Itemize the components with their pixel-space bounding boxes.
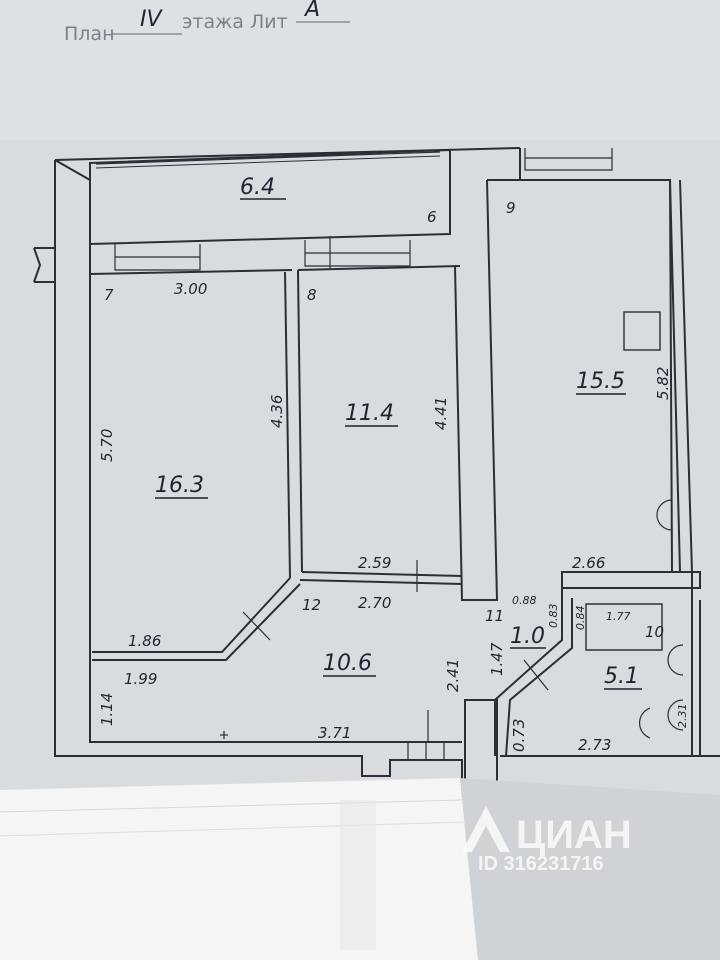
dimension-label: 4.41 (432, 397, 450, 430)
dimension-label: 0.73 (510, 719, 528, 752)
room-number-11: 11 (485, 607, 504, 625)
plan-header: План IV этажа Лит А (64, 0, 350, 45)
overlapping-paper (0, 778, 720, 960)
room-area-7: 16.3 (155, 473, 204, 498)
header-floor-value: IV (140, 7, 163, 32)
header-floor-word: этажа Лит (182, 11, 288, 33)
room-number-9: 9 (506, 199, 516, 217)
dimension-label: 5.70 (98, 429, 116, 462)
walls (33, 147, 720, 791)
room-number-8: 8 (307, 286, 317, 304)
cian-watermark: ЦИАН ID 316231716 (462, 806, 632, 875)
watermark-brand: ЦИАН (516, 813, 632, 857)
header-plan-word: План (64, 23, 115, 45)
cian-logo-icon (462, 806, 510, 852)
room-number-10: 10 (645, 623, 664, 641)
room-area-8: 11.4 (345, 401, 394, 426)
dimension-label: 2.66 (572, 554, 605, 572)
dimension-label: 4.36 (268, 395, 286, 428)
dimension-label: 1.47 (488, 642, 506, 676)
dimension-label: 2.70 (358, 594, 391, 612)
dimension-label: 1.86 (128, 632, 161, 650)
room-number-6: 6 (427, 208, 437, 226)
dimension-label: 0.83 (547, 604, 560, 629)
dimension-label: 3.71 (318, 724, 351, 742)
dimension-ticks (220, 236, 549, 742)
dimension-label: 2.31 (676, 704, 689, 729)
room-area-9: 15.5 (576, 369, 625, 394)
dimension-label: 3.00 (174, 280, 207, 298)
room-area-12: 10.6 (323, 651, 372, 676)
room-area-6: 6.4 (240, 175, 275, 200)
dimension-label: 0.84 (574, 606, 587, 631)
dimension-label: 2.73 (578, 736, 611, 754)
room-area-10: 5.1 (604, 664, 639, 689)
dimension-label: 1.99 (124, 670, 157, 688)
watermark-id: ID 316231716 (478, 853, 604, 875)
dimension-label: 1.77 (606, 610, 631, 623)
room-numbers: 6 7 8 9 10 11 12 (104, 199, 664, 641)
dimension-label: 5.82 (654, 367, 672, 400)
dimension-label: 0.88 (512, 594, 537, 607)
dimension-label: 1.14 (98, 693, 116, 726)
dimension-labels: 3.00 5.70 4.36 4.41 5.82 2.59 2.70 2.66 … (98, 280, 689, 754)
dimension-label: 2.59 (358, 554, 391, 572)
dimension-label: 2.41 (444, 659, 462, 692)
room-number-7: 7 (104, 286, 114, 304)
room-areas: 6.4 16.3 11.4 15.5 5.1 1.0 10.6 (155, 175, 642, 690)
room-number-12: 12 (302, 596, 321, 614)
room-area-11: 1.0 (510, 624, 545, 649)
header-lit-value: А (303, 0, 320, 22)
